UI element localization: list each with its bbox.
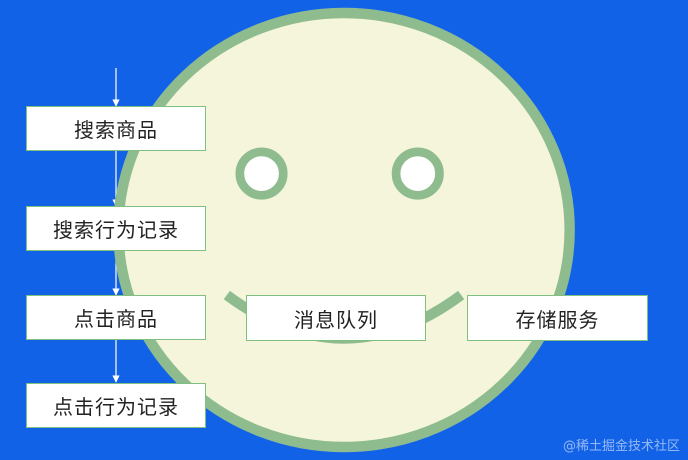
node-click-product: 点击商品 bbox=[26, 295, 206, 340]
node-click-record: 点击行为记录 bbox=[26, 383, 206, 428]
node-storage-service-label: 存储服务 bbox=[515, 307, 600, 332]
node-search-record: 搜索行为记录 bbox=[26, 206, 206, 251]
watermark-text: @稀土掘金技术社区 bbox=[562, 439, 680, 454]
node-storage-service: 存储服务 bbox=[467, 295, 648, 341]
node-message-queue-label: 消息队列 bbox=[294, 307, 378, 332]
node-search-record-label: 搜索行为记录 bbox=[53, 218, 179, 242]
node-message-queue: 消息队列 bbox=[246, 295, 426, 341]
node-click-product-label: 点击商品 bbox=[74, 307, 158, 331]
node-search-product: 搜索商品 bbox=[26, 106, 206, 151]
node-search-product-label: 搜索商品 bbox=[74, 118, 158, 142]
node-click-record-label: 点击行为记录 bbox=[53, 395, 179, 419]
